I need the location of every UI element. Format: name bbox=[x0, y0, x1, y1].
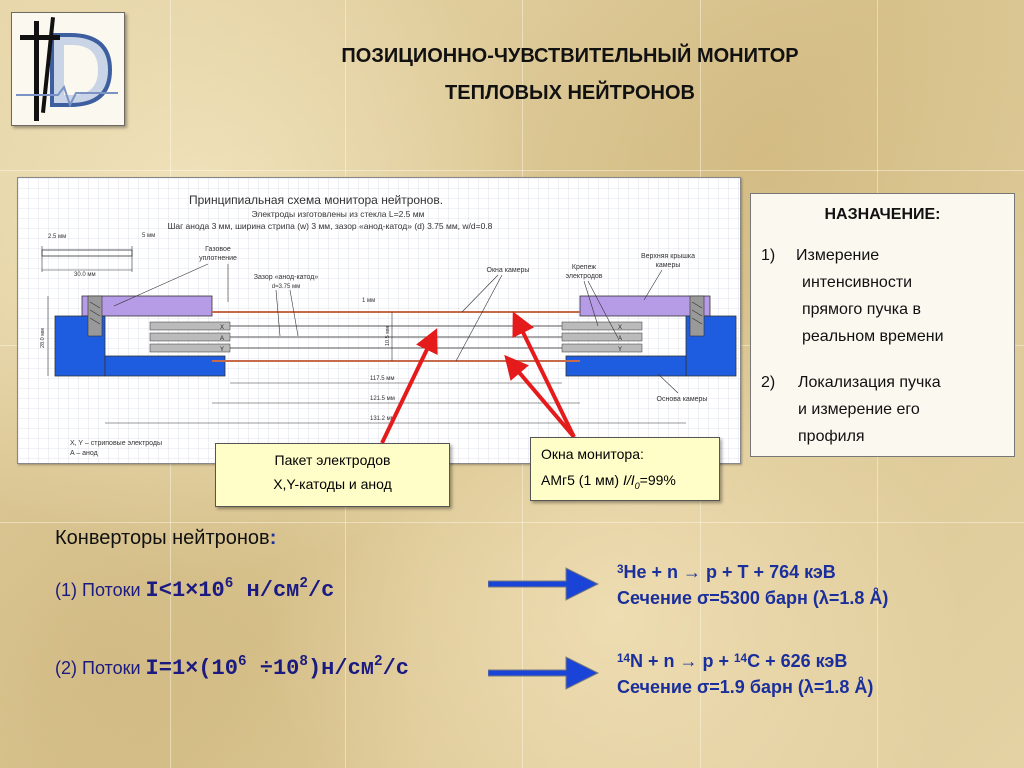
callout-windows-line1: Окна монитора: bbox=[541, 446, 644, 462]
scheme-sub-1: Электроды изготовлены из стекла L=2.5 мм bbox=[252, 209, 425, 219]
electrode-x-left: X bbox=[220, 325, 224, 331]
dim-5: 5 мм bbox=[142, 233, 155, 239]
flow-1: (1) Потоки I<1×106 н/см2/с bbox=[55, 576, 335, 603]
legend-1: X, Y – стриповые электроды bbox=[70, 440, 162, 447]
purpose-item-number: 1) bbox=[761, 247, 776, 264]
converters-title: Конверторы нейтронов: bbox=[55, 527, 277, 549]
purpose-item-text: интенсивности bbox=[802, 274, 913, 291]
reaction-1: 3He + n → p + T + 764 кэВ Сечение σ=5300… bbox=[617, 561, 888, 609]
label-gap-d: d=3.75 мм bbox=[272, 284, 300, 290]
dim-30: 30.0 мм bbox=[74, 272, 96, 278]
dim-117-5: 117.5 мм bbox=[370, 376, 395, 382]
blue-arrow-1 bbox=[488, 567, 600, 601]
purpose-heading: НАЗНАЧЕНИЕ: bbox=[824, 206, 941, 223]
electrode-y-left: Y bbox=[220, 347, 224, 353]
purpose-item-text: Локализация пучка bbox=[798, 374, 941, 391]
tile-line-h1 bbox=[0, 170, 1024, 171]
scheme-sub-2: Шаг анода 3 мм, ширина стрипа (w) 3 мм, … bbox=[168, 221, 493, 231]
legend-2: A – анод bbox=[70, 450, 98, 457]
callout-electrodes: Пакет электродов X,Y-катоды и анод bbox=[215, 443, 450, 507]
purpose-item-text: и измерение его bbox=[798, 401, 920, 418]
jinr-d-logo-icon bbox=[16, 17, 118, 121]
purpose-item-text: реальном времени bbox=[802, 328, 944, 345]
purpose-item-text: прямого пучка в bbox=[802, 301, 921, 318]
purpose-item: 1) Измерение интенсивности прямого пучка… bbox=[761, 242, 1006, 350]
dim-2-5: 2.5 мм bbox=[48, 234, 66, 240]
electrode-x-right: X bbox=[618, 325, 622, 331]
purpose-panel: НАЗНАЧЕНИЕ: 1) Измерение интенсивности п… bbox=[750, 193, 1015, 457]
tile-line-h3 bbox=[0, 522, 1024, 523]
electrode-a-left: A bbox=[220, 336, 224, 342]
label-gap: Зазор «анод-катод» bbox=[254, 274, 319, 281]
title-line-2: ТЕПЛОВЫХ НЕЙТРОНОВ bbox=[445, 82, 695, 104]
dim-1: 1 мм bbox=[362, 298, 375, 304]
purpose-item-number: 2) bbox=[761, 374, 776, 391]
dim-131-2: 131.2 мм bbox=[370, 416, 395, 422]
label-windows: Окна камеры bbox=[487, 267, 530, 274]
callout-electrodes-line1: Пакет электродов bbox=[274, 452, 391, 468]
flow-2: (2) Потоки I=1×(106 ÷108)н/см2/с bbox=[55, 654, 409, 681]
label-base: Основа камеры bbox=[657, 396, 708, 403]
reaction-1-equation: 3He + n → p + T + 764 кэВ bbox=[617, 562, 836, 582]
scheme-title: Принципиальная схема монитора нейтронов. bbox=[189, 193, 443, 207]
callout-windows-line2: АМг5 (1 мм) I/I0=99% bbox=[541, 472, 676, 491]
blue-arrow-2 bbox=[488, 656, 600, 690]
dim-28: 28.0 мм bbox=[40, 328, 46, 348]
dim-121-5: 121.5 мм bbox=[370, 396, 395, 402]
callout-electrodes-line2: X,Y-катоды и анод bbox=[273, 476, 392, 492]
electrode-a-right: A bbox=[618, 336, 622, 342]
page-title: ПОЗИЦИОННО-ЧУВСТВИТЕЛЬНЫЙ МОНИТОР ТЕПЛОВ… bbox=[260, 38, 880, 112]
reaction-2: 14N + n → p + 14C + 626 кэВ Сечение σ=1.… bbox=[617, 650, 873, 698]
reaction-1-cross-section: Сечение σ=5300 барн (λ=1.8 Å) bbox=[617, 588, 889, 608]
purpose-item: 2) Локализация пучка и измерение его про… bbox=[761, 369, 1006, 450]
monitor-schematic: Принципиальная схема монитора нейтронов.… bbox=[17, 177, 741, 464]
reaction-2-equation: 14N + n → p + 14C + 626 кэВ bbox=[617, 651, 848, 671]
purpose-item-text: профиля bbox=[798, 428, 865, 445]
logo bbox=[11, 12, 125, 126]
reaction-2-cross-section: Сечение σ=1.9 барн (λ=1.8 Å) bbox=[617, 677, 874, 697]
dim-10-5: 10.5 мм bbox=[385, 326, 391, 346]
electrode-y-right: Y bbox=[618, 347, 622, 353]
title-line-1: ПОЗИЦИОННО-ЧУВСТВИТЕЛЬНЫЙ МОНИТОР bbox=[341, 45, 799, 67]
schematic-drawing: Принципиальная схема монитора нейтронов.… bbox=[18, 178, 740, 463]
callout-windows: Окна монитора: АМг5 (1 мм) I/I0=99% bbox=[530, 437, 720, 501]
purpose-item-text: Измерение bbox=[796, 247, 880, 264]
